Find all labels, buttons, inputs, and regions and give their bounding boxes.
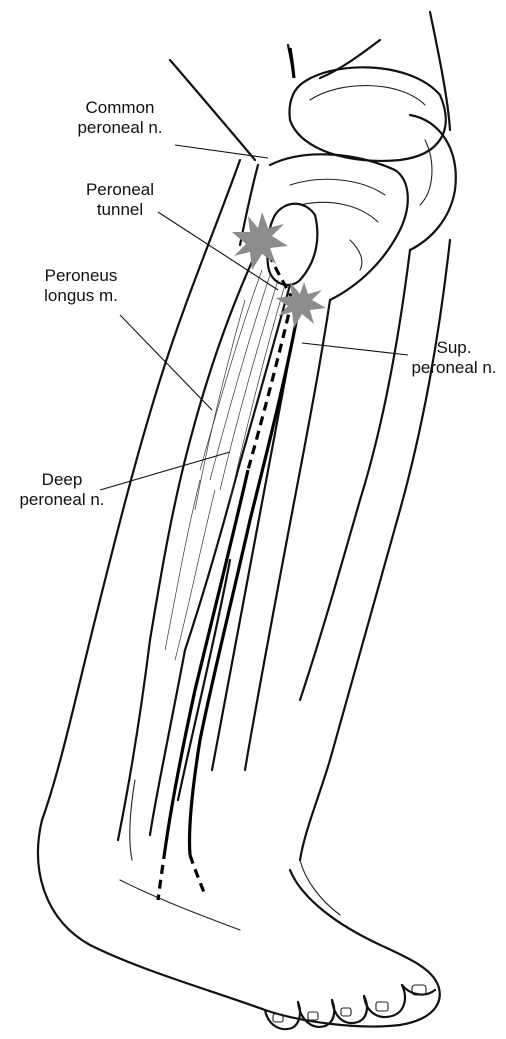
deep-peroneal-nerve [158,300,292,900]
label-superficial-peroneal-nerve: Sup. peroneal n. [404,338,504,378]
compression-site-marker [232,212,326,328]
label-peroneal-tunnel: Peroneal tunnel [70,180,170,220]
leader-common-peroneal [175,145,268,158]
leader-sup-peroneal [302,343,408,355]
thigh-outline [170,12,450,160]
label-deep-peroneal-nerve: Deep peroneal n. [2,470,122,510]
femoral-condyle [410,115,456,250]
peroneus-longus-muscle [150,255,290,660]
foot [38,820,440,1027]
leader-peroneus-longus [120,315,212,410]
label-peroneus-longus-muscle: Peroneus longus m. [26,266,136,306]
tendons [118,640,185,860]
label-common-peroneal-nerve: Common peroneal n. [62,98,178,138]
tibia-head [270,154,408,300]
patella [289,67,445,161]
leg-outline [42,160,450,860]
